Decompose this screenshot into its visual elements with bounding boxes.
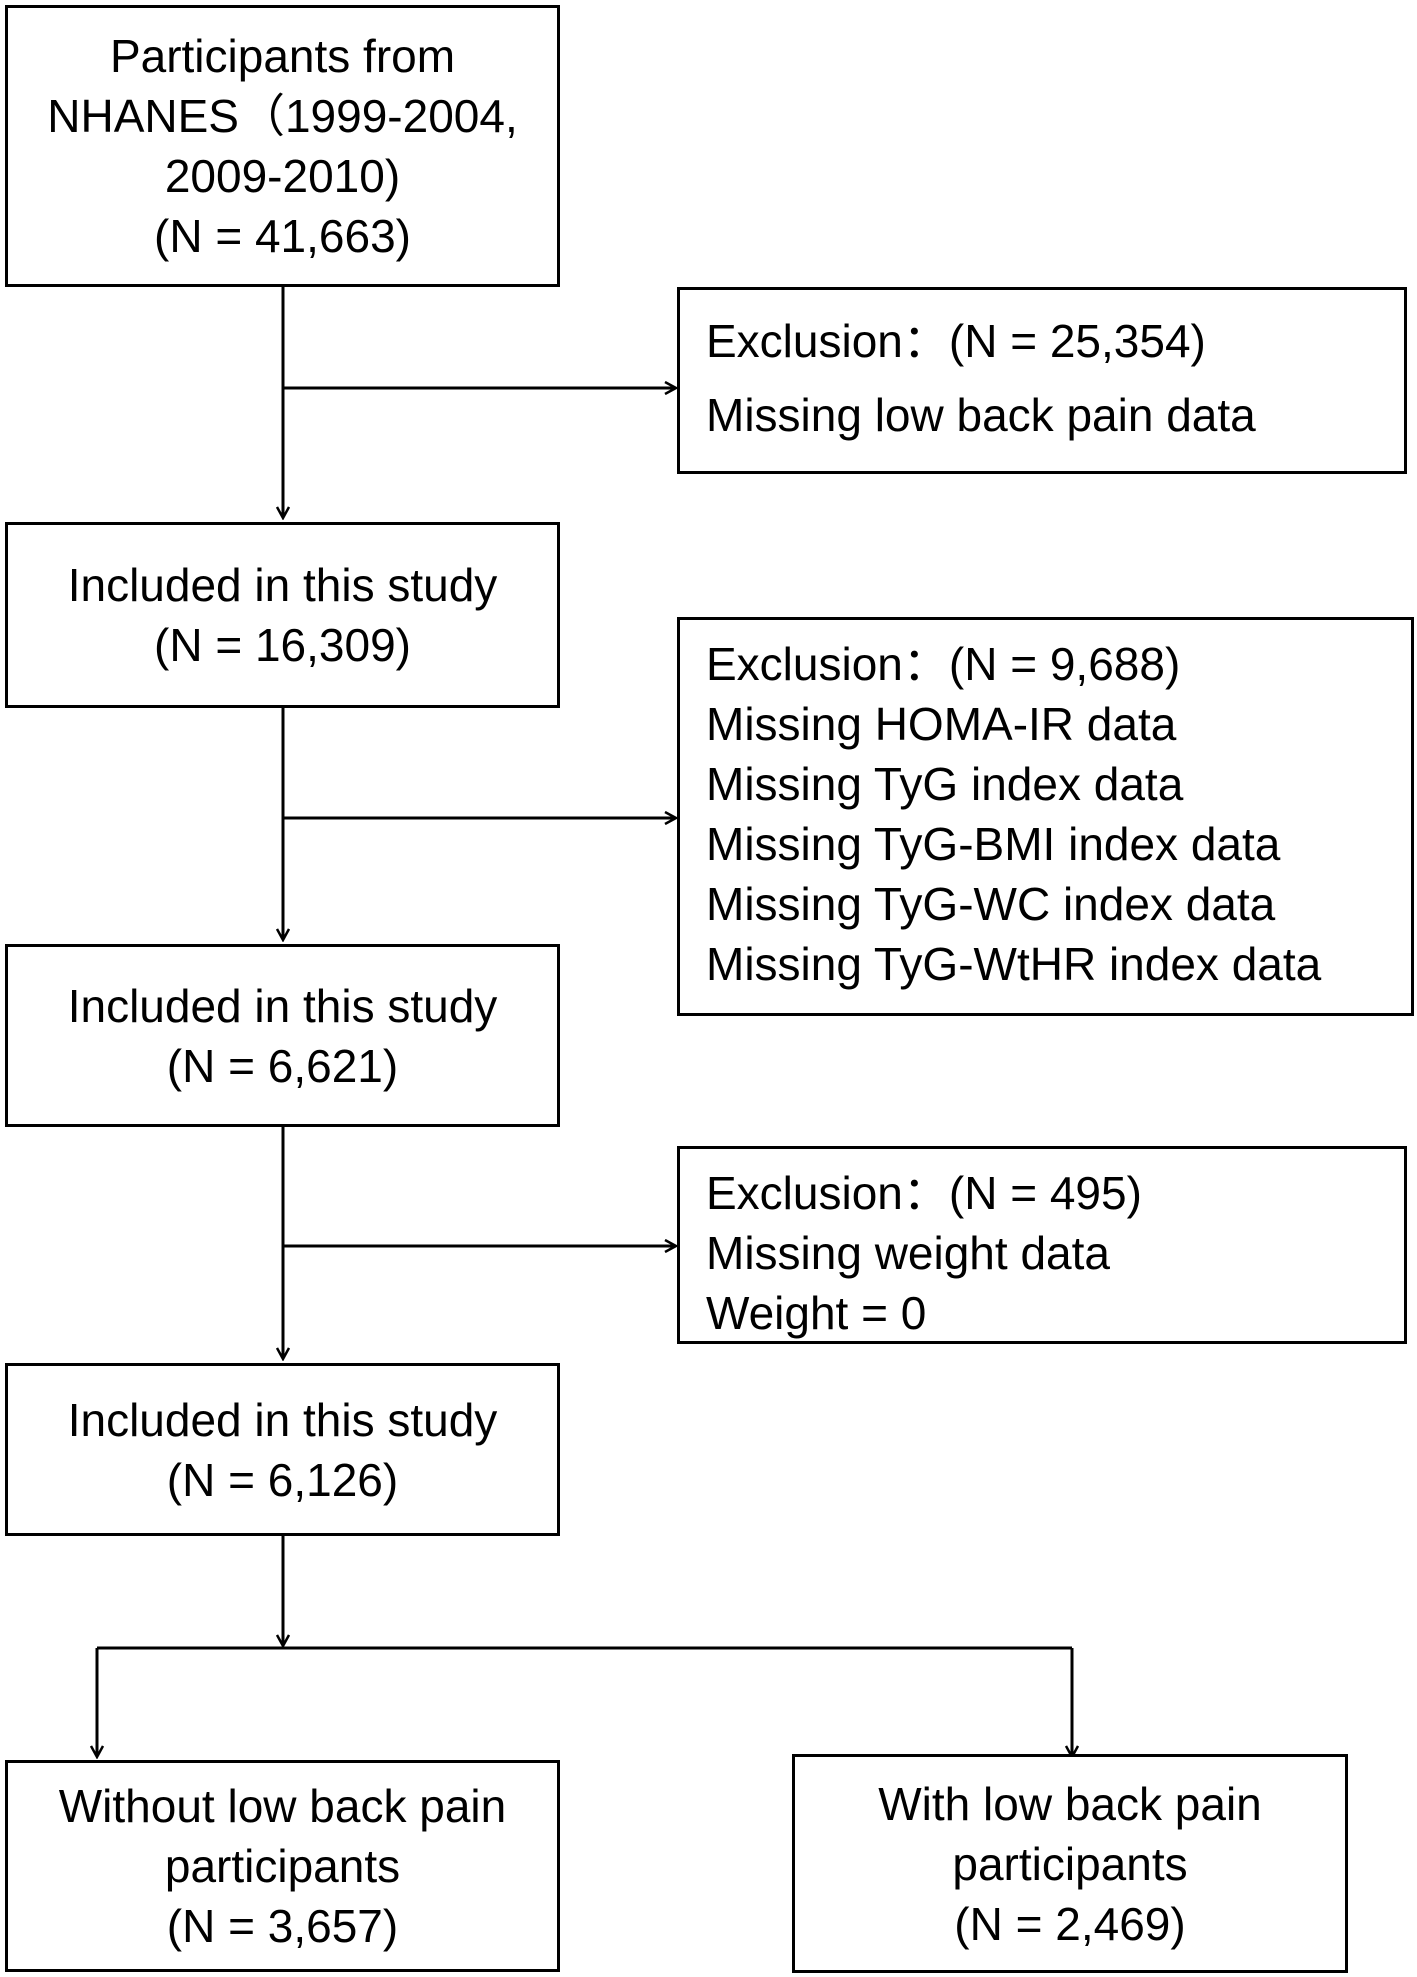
box-included-2: Included in this study (N = 6,621) xyxy=(5,944,560,1127)
participants-line-4: (N = 41,663) xyxy=(154,210,411,262)
included1-line-2: (N = 16,309) xyxy=(154,619,411,671)
exclusion2-line-1: Exclusion：(N = 9,688) xyxy=(706,638,1181,690)
participants-line-2: NHANES（1999-2004, xyxy=(47,90,518,142)
without-lbp-line-2: participants xyxy=(164,1840,401,1892)
exclusion2-line-5: Missing TyG-WC index data xyxy=(706,878,1276,930)
included2-line-1: Included in this study xyxy=(67,979,498,1032)
exclusion2-line-6: Missing TyG-WtHR index data xyxy=(706,938,1322,990)
exclusion2-line-4: Missing TyG-BMI index data xyxy=(706,818,1281,870)
exclusion1-line-2: Missing low back pain data xyxy=(706,389,1256,441)
exclusion1-line-1: Exclusion：(N = 25,354) xyxy=(706,315,1206,367)
exclusion3-line-2: Missing weight data xyxy=(706,1227,1110,1279)
included2-line-2: (N = 6,621) xyxy=(166,1039,399,1092)
exclusion2-line-2: Missing HOMA-IR data xyxy=(706,698,1177,750)
box-exclusion-3: Exclusion：(N = 495) Missing weight data … xyxy=(677,1146,1407,1344)
with-lbp-line-3: (N = 2,469) xyxy=(954,1897,1186,1950)
box-participants: Participants from NHANES（1999-2004, 2009… xyxy=(5,5,560,287)
included3-line-1: Included in this study xyxy=(67,1393,498,1446)
box-included-1: Included in this study (N = 16,309) xyxy=(5,522,560,708)
participants-line-1: Participants from xyxy=(109,30,456,82)
with-lbp-line-2: participants xyxy=(952,1837,1188,1890)
box-with-low-back-pain: With low back pain participants (N = 2,4… xyxy=(792,1754,1348,1973)
included3-line-2: (N = 6,126) xyxy=(166,1453,399,1506)
included1-line-1: Included in this study xyxy=(67,559,498,611)
exclusion3-line-3: Weight = 0 xyxy=(706,1287,927,1339)
with-lbp-line-1: With low back pain xyxy=(878,1777,1262,1830)
box-included-3: Included in this study (N = 6,126) xyxy=(5,1363,560,1536)
participants-line-3: 2009-2010) xyxy=(164,150,401,202)
exclusion3-line-1: Exclusion：(N = 495) xyxy=(706,1167,1142,1219)
box-exclusion-2: Exclusion：(N = 9,688) Missing HOMA-IR da… xyxy=(677,617,1414,1016)
without-lbp-line-3: (N = 3,657) xyxy=(166,1900,399,1952)
box-exclusion-1: Exclusion：(N = 25,354) Missing low back … xyxy=(677,287,1407,474)
box-without-low-back-pain: Without low back pain participants (N = … xyxy=(5,1760,560,1972)
exclusion2-line-3: Missing TyG index data xyxy=(706,758,1184,810)
without-lbp-line-1: Without low back pain xyxy=(58,1780,507,1832)
